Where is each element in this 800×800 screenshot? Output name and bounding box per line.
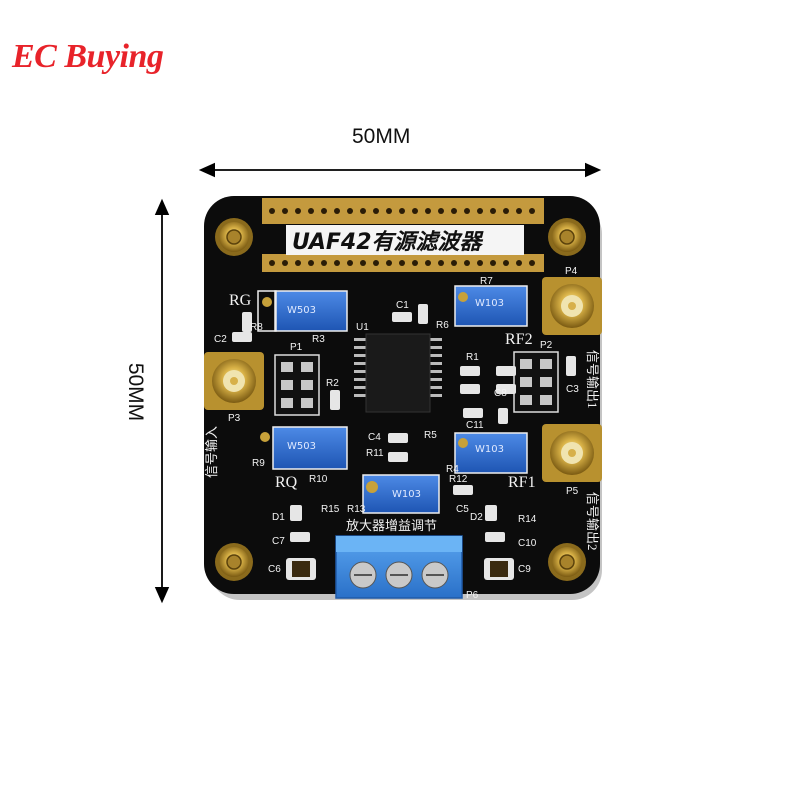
label-rq: RQ bbox=[275, 474, 298, 491]
label-signal-out2: 信号输出2 bbox=[585, 492, 600, 551]
label-c5: C5 bbox=[456, 504, 469, 515]
label-r2: R2 bbox=[326, 378, 339, 389]
label-c4: C4 bbox=[368, 432, 381, 443]
label-gain-adjust: 放大器增益调节 bbox=[346, 518, 437, 533]
svg-text:W103: W103 bbox=[475, 444, 504, 455]
label-c6: C6 bbox=[268, 564, 281, 575]
ic-u1 bbox=[354, 333, 442, 413]
mount-screw-bottom-left bbox=[215, 543, 253, 581]
screw-terminal-p6 bbox=[335, 535, 463, 599]
trimmer-r13: W103 bbox=[362, 474, 440, 514]
mount-screw-top-right bbox=[548, 218, 586, 256]
label-p3: P3 bbox=[228, 413, 241, 424]
trimmer-rg: W503 bbox=[257, 290, 348, 332]
label-c8: C8 bbox=[494, 388, 507, 399]
label-c2: C2 bbox=[214, 334, 227, 345]
label-u1: U1 bbox=[356, 322, 369, 333]
sma-connector-p3 bbox=[204, 352, 264, 410]
label-r9: R9 bbox=[252, 458, 265, 469]
label-c11: C11 bbox=[466, 420, 484, 431]
label-rg: RG bbox=[229, 292, 252, 309]
label-signal-out1: 信号输出1 bbox=[585, 350, 600, 409]
label-r1: R1 bbox=[466, 352, 479, 363]
sma-connector-p4 bbox=[542, 277, 602, 335]
label-rf2: RF2 bbox=[505, 331, 533, 348]
label-p5: P5 bbox=[566, 486, 579, 497]
label-r4: R4 bbox=[446, 464, 459, 475]
label-d2: D2 bbox=[470, 512, 483, 523]
trimmer-rf2: W103 bbox=[454, 285, 528, 327]
board-title: UAF42有源滤波器 bbox=[292, 230, 485, 255]
sma-connector-p5 bbox=[542, 424, 602, 482]
label-r8: R8 bbox=[250, 322, 263, 333]
trimmer-rf1: W103 bbox=[454, 432, 528, 474]
label-c1: C1 bbox=[396, 300, 409, 311]
label-p4: P4 bbox=[565, 266, 578, 277]
label-c10: C10 bbox=[518, 538, 537, 549]
width-dimension-label: 50MM bbox=[352, 125, 411, 148]
label-p2: P2 bbox=[540, 340, 553, 351]
label-r13: R13 bbox=[347, 504, 366, 515]
label-signal-in: 信号输入 bbox=[204, 426, 219, 478]
label-r10: R10 bbox=[309, 474, 328, 485]
label-r14: R14 bbox=[518, 514, 537, 525]
title-plate bbox=[286, 225, 524, 255]
label-c7: C7 bbox=[272, 536, 285, 547]
label-d1: D1 bbox=[272, 512, 285, 523]
label-r3: R3 bbox=[312, 334, 325, 345]
label-p1: P1 bbox=[290, 342, 303, 353]
mount-screw-top-left bbox=[215, 218, 253, 256]
svg-text:W503: W503 bbox=[287, 305, 316, 316]
brand-logo: EC Buying bbox=[12, 38, 164, 75]
svg-text:W103: W103 bbox=[475, 298, 504, 309]
mount-screw-bottom-right bbox=[548, 543, 586, 581]
label-r7: R7 bbox=[480, 276, 493, 287]
label-p6: P6 bbox=[466, 590, 479, 601]
svg-text:W103: W103 bbox=[392, 489, 421, 500]
label-c3: C3 bbox=[566, 384, 579, 395]
jumper-p2 bbox=[513, 351, 559, 413]
label-r11: R11 bbox=[366, 448, 384, 459]
label-rf1: RF1 bbox=[508, 474, 536, 491]
jumper-p1 bbox=[274, 354, 320, 416]
svg-text:W503: W503 bbox=[287, 441, 316, 452]
label-c9: C9 bbox=[518, 564, 531, 575]
trimmer-rq: W503 bbox=[260, 426, 348, 470]
label-r6: R6 bbox=[436, 320, 449, 331]
label-r15: R15 bbox=[321, 504, 340, 515]
label-r12: R12 bbox=[449, 474, 468, 485]
label-r5: R5 bbox=[424, 430, 437, 441]
